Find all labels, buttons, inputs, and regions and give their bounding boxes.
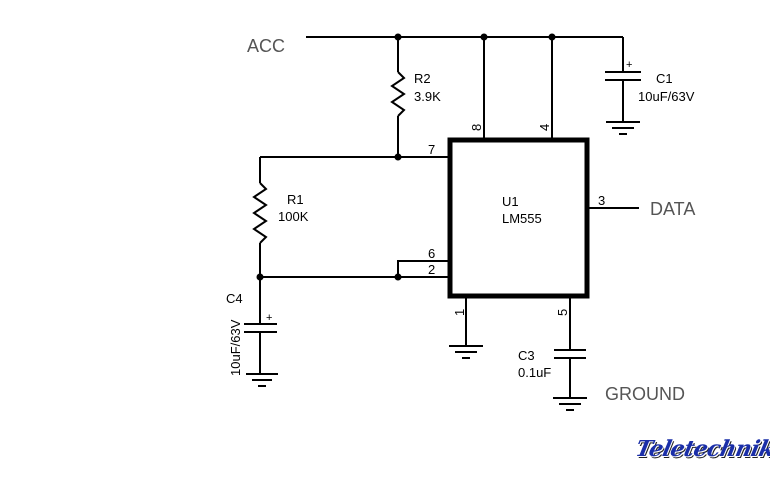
ic-u1-body bbox=[447, 137, 590, 299]
pin-2-label: 2 bbox=[428, 262, 436, 277]
net-label-data: DATA bbox=[650, 199, 696, 219]
net-label-ground: GROUND bbox=[605, 384, 685, 404]
pin-8-label: 8 bbox=[469, 123, 484, 131]
watermark-logo: Teletechnika bbox=[633, 436, 770, 462]
pin-7-label: 7 bbox=[428, 142, 436, 157]
junction-pin2-pin6 bbox=[394, 273, 402, 281]
pin-6-label: 6 bbox=[428, 246, 436, 261]
r2-ref: R2 bbox=[414, 71, 431, 86]
capacitor-c3 bbox=[554, 349, 586, 398]
ground-symbol-c1 bbox=[606, 121, 640, 135]
pin-3-label: 3 bbox=[598, 193, 606, 208]
ground-symbol-c4 bbox=[246, 373, 278, 387]
resistor-r1 bbox=[252, 157, 268, 277]
c3-value: 0.1uF bbox=[518, 365, 552, 380]
junction-pin7 bbox=[394, 153, 402, 161]
r1-ref: R1 bbox=[287, 192, 304, 207]
ground-symbol-c3 bbox=[553, 397, 587, 411]
capacitor-c4 bbox=[244, 277, 277, 374]
r2-value: 3.9K bbox=[414, 89, 441, 104]
c3-ref: C3 bbox=[518, 348, 535, 363]
ground-symbol-pin1 bbox=[449, 345, 483, 359]
c1-polarity: + bbox=[626, 59, 633, 71]
r1-value: 100K bbox=[278, 209, 309, 224]
pin-1-label: 1 bbox=[452, 308, 467, 316]
c1-ref: C1 bbox=[656, 71, 673, 86]
ic-ref: U1 bbox=[502, 194, 519, 209]
net-label-acc: ACC bbox=[247, 36, 286, 56]
capacitor-c1 bbox=[605, 37, 641, 122]
c1-value: 10uF/63V bbox=[638, 89, 695, 104]
resistor-r2 bbox=[390, 37, 406, 157]
pin6-wire bbox=[397, 260, 448, 277]
pin-5-label: 5 bbox=[555, 308, 570, 316]
ic-part: LM555 bbox=[502, 211, 542, 226]
c4-ref: C4 bbox=[226, 291, 243, 306]
c4-value: 10uF/63V bbox=[228, 319, 243, 376]
c4-polarity: + bbox=[266, 312, 273, 324]
pin-4-label: 4 bbox=[537, 123, 552, 131]
